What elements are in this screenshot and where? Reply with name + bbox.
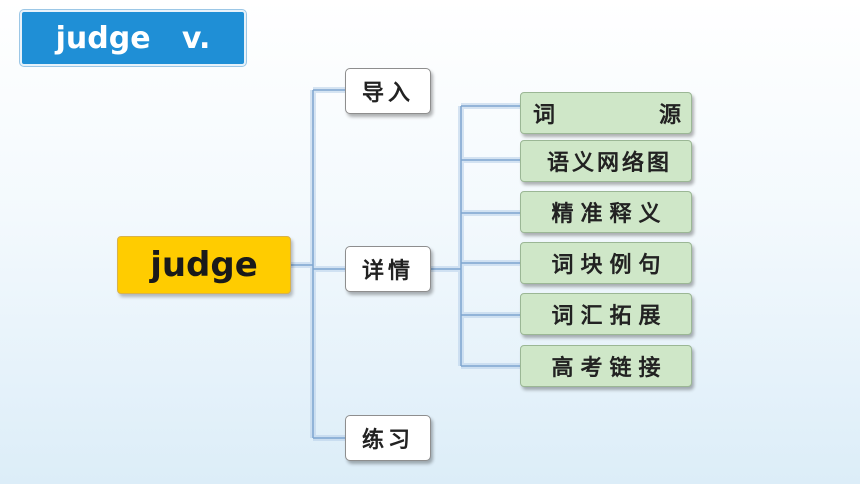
root-node-judge[interactable]: judge (117, 236, 291, 294)
page-title: judge v. (20, 10, 246, 66)
leaf-yuyi-wangluotu[interactable]: 语义网络图 (520, 140, 692, 182)
leaf-ciyuan-right: 源 (658, 103, 681, 128)
leaf-jingzhun-shiyi[interactable]: 精准释义 (520, 191, 692, 233)
branch-xiangqing[interactable]: 详情 (345, 246, 431, 292)
leaf-ciyuan[interactable]: 词 源 (520, 92, 692, 134)
leaf-cihui-tuozhan[interactable]: 词汇拓展 (520, 293, 692, 335)
leaf-cikuai-liju[interactable]: 词块例句 (520, 242, 692, 284)
branch-lianxi[interactable]: 练习 (345, 415, 431, 461)
leaf-ciyuan-left: 词 (533, 103, 556, 128)
leaf-gaokao-lianjie[interactable]: 高考链接 (520, 345, 692, 387)
branch-daoru[interactable]: 导入 (345, 68, 431, 114)
